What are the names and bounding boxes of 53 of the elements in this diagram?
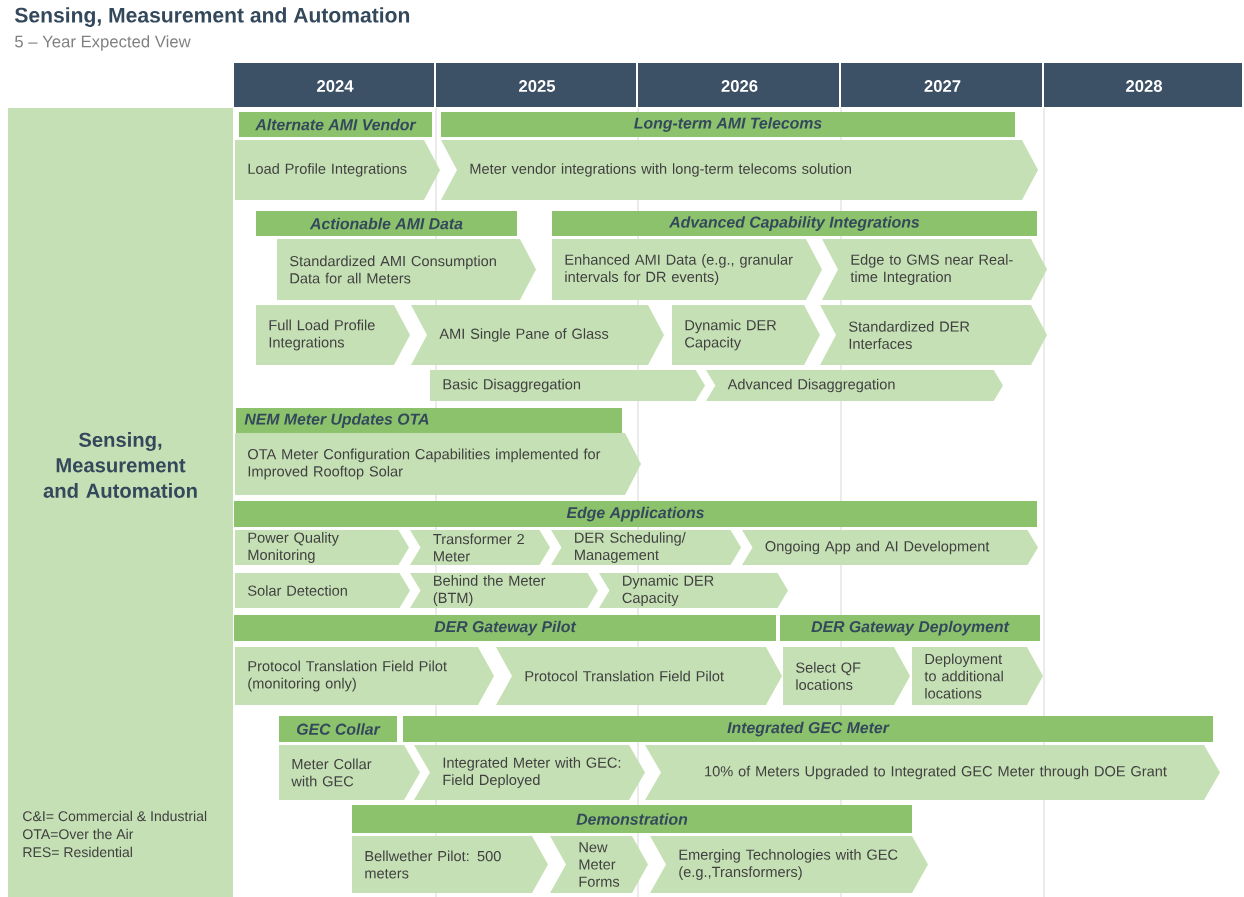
chevron-box: Advanced Disaggregation bbox=[706, 370, 1003, 401]
chevron-box: New Meter Forms bbox=[550, 836, 648, 893]
chevron-box: 10% of Meters Upgraded to Integrated GEC Meter through DOE Grant bbox=[645, 745, 1220, 800]
phase-bar: DER Gateway Deployment bbox=[780, 615, 1040, 641]
phase-bar: Alternate AMI Vendor bbox=[239, 112, 432, 137]
chevron-box: Enhanced AMI Data (e.g., granular intervals for DR events) bbox=[552, 239, 822, 300]
year-header-cell: 2025 bbox=[436, 63, 636, 107]
chevron-box: Standardized DER Interfaces bbox=[820, 305, 1047, 365]
year-header-cell: 2027 bbox=[841, 63, 1042, 107]
chevron-box: Deployment to additional locations bbox=[912, 647, 1043, 705]
phase-bar: DER Gateway Pilot bbox=[234, 615, 776, 641]
chevron-box: Emerging Technologies with GEC (e.g.,Transformers) bbox=[650, 836, 928, 893]
chevron-box: DER Scheduling/ Management bbox=[551, 530, 741, 565]
year-header-cell: 2024 bbox=[234, 63, 434, 107]
chevron-box: Protocol Translation Field Pilot (monitoring only) bbox=[235, 647, 494, 705]
chevron-box: Power Quality Monitoring bbox=[235, 530, 409, 565]
chevron-box: Ongoing App and AI Development bbox=[742, 530, 1038, 565]
year-header-cell: 2028 bbox=[1044, 63, 1242, 107]
phase-bar: NEM Meter Updates OTA bbox=[236, 408, 622, 433]
node-label: OTA Meter Configuration Capabilities implemented for Improved Rooftop Solar bbox=[248, 448, 601, 480]
chevron-box: Full Load Profile Integrations bbox=[256, 305, 410, 365]
chevron-box: Meter Collar with GEC bbox=[279, 745, 420, 800]
note: OTA=Over the Air bbox=[23, 828, 134, 840]
phase-bar: Advanced Capability Integrations bbox=[552, 211, 1037, 236]
node-label: Solar Detection bbox=[248, 585, 347, 596]
chevron-box: Solar Detection bbox=[235, 573, 410, 608]
chevron-box: Select QF locations bbox=[783, 647, 910, 705]
title: Sensing, Measurement and Automation bbox=[14, 7, 410, 27]
node-label: Load Profile Integrations bbox=[248, 163, 407, 177]
chevron-box: Bellwether Pilot: 500 meters bbox=[352, 836, 548, 893]
chevron-box: Dynamic DER Capacity bbox=[599, 573, 788, 608]
subtitle: 5 – Year Expected View bbox=[15, 35, 191, 51]
chevron-box: Basic Disaggregation bbox=[430, 370, 705, 401]
phase-bar: GEC Collar bbox=[279, 716, 397, 742]
year-header-cell: 2026 bbox=[638, 63, 839, 107]
chevron-box: Standardized AMI Consumption Data for all Meters bbox=[277, 239, 536, 300]
chevron-box: Behind the Meter (BTM) bbox=[410, 573, 598, 608]
phase-bar: Actionable AMI Data bbox=[256, 211, 517, 236]
chevron-box: Transformer 2 Meter bbox=[410, 530, 550, 565]
note: C&I= Commercial & Industrial bbox=[23, 810, 207, 822]
chevron-box: Integrated Meter with GEC: Field Deployed bbox=[414, 745, 645, 800]
chevron-box: Load Profile Integrations bbox=[235, 140, 440, 200]
phase-bar: Edge Applications bbox=[234, 501, 1037, 527]
phase-bar: Demonstration bbox=[352, 805, 912, 833]
node-label: Power Quality Monitoring bbox=[248, 532, 339, 563]
node-label: Protocol Translation Field Pilot (monitoring only) bbox=[248, 660, 447, 692]
note: RES= Residential bbox=[23, 846, 132, 858]
chevron-box: AMI Single Pane of Glass bbox=[411, 305, 664, 365]
phase-bar: Integrated GEC Meter bbox=[403, 716, 1213, 742]
phase-bar: Long-term AMI Telecoms bbox=[441, 112, 1015, 137]
chevron-box: OTA Meter Configuration Capabilities implemented for Improved Rooftop Solar bbox=[235, 433, 641, 495]
chevron-box: Edge to GMS near Real-time Integration bbox=[822, 239, 1047, 300]
chevron-box: Dynamic DER Capacity bbox=[672, 305, 820, 365]
